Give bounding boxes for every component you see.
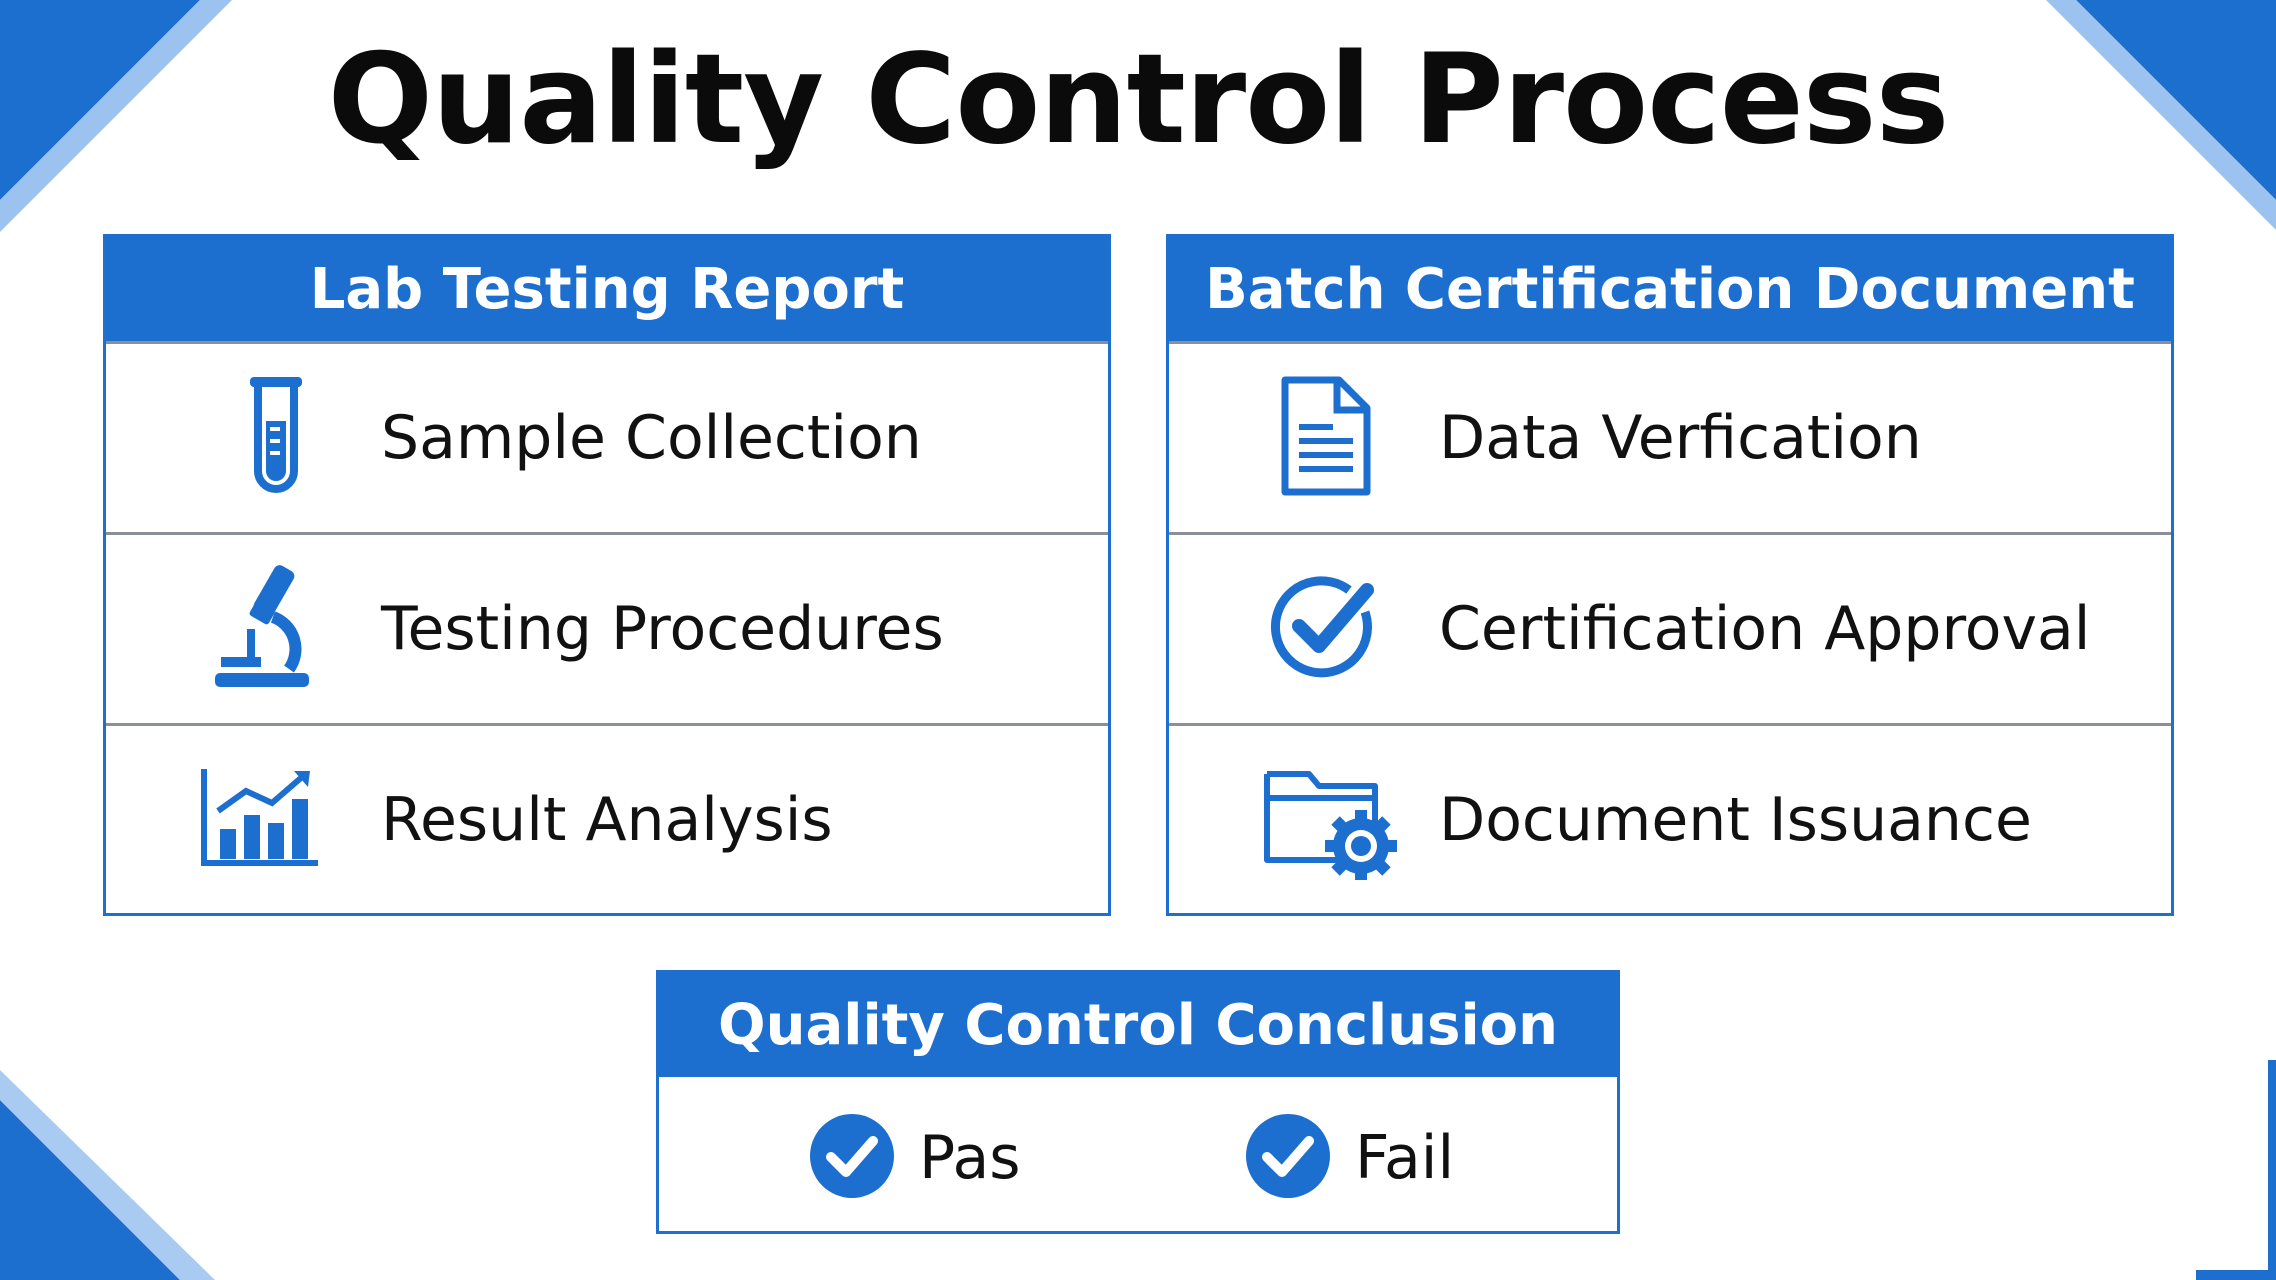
lab-testing-header: Lab Testing Report — [106, 237, 1108, 341]
lab-testing-panel: Lab Testing Report Sample Collection — [103, 234, 1111, 916]
bar-chart-icon — [198, 763, 322, 877]
corner-accent-top-left — [0, 0, 232, 232]
list-item-label: Sample Collection — [381, 403, 922, 473]
test-tube-icon — [236, 371, 316, 505]
check-circle-icon — [1269, 572, 1379, 686]
document-icon — [1277, 374, 1373, 502]
list-item-label: Result Analysis — [381, 785, 833, 855]
microscope-icon — [211, 557, 311, 701]
conclusion-header: Quality Control Conclusion — [659, 973, 1617, 1077]
corner-accent-bottom-left — [0, 1070, 215, 1280]
list-item-data-verification: Data Verfication — [1169, 341, 2171, 532]
corner-accent-bottom-right — [2196, 1060, 2276, 1280]
folder-gear-icon — [1261, 756, 1401, 884]
option-fail[interactable]: Fail — [1245, 1113, 1454, 1203]
conclusion-panel: Quality Control Conclusion Pas Fail — [656, 970, 1620, 1234]
list-item-sample-collection: Sample Collection — [106, 341, 1108, 532]
list-item-certification-approval: Certification Approval — [1169, 532, 2171, 723]
option-pass[interactable]: Pas — [809, 1113, 1021, 1203]
page-title: Quality Control Process — [327, 28, 1950, 172]
list-item-result-analysis: Result Analysis — [106, 723, 1108, 914]
option-label: Pas — [919, 1123, 1021, 1193]
batch-certification-header: Batch Certification Document — [1169, 237, 2171, 341]
check-badge-icon — [809, 1113, 895, 1203]
list-item-label: Testing Procedures — [381, 594, 944, 664]
list-item-document-issuance: Document Issuance — [1169, 723, 2171, 914]
option-label: Fail — [1355, 1123, 1455, 1193]
corner-accent-top-right — [2046, 0, 2276, 230]
batch-certification-panel: Batch Certification Document Data Verfic… — [1166, 234, 2174, 916]
list-item-label: Certification Approval — [1439, 594, 2091, 664]
check-badge-icon — [1245, 1113, 1331, 1203]
list-item-testing-procedures: Testing Procedures — [106, 532, 1108, 723]
conclusion-options: Pas Fail — [659, 1077, 1617, 1233]
list-item-label: Document Issuance — [1439, 785, 2032, 855]
list-item-label: Data Verfication — [1439, 403, 1922, 473]
